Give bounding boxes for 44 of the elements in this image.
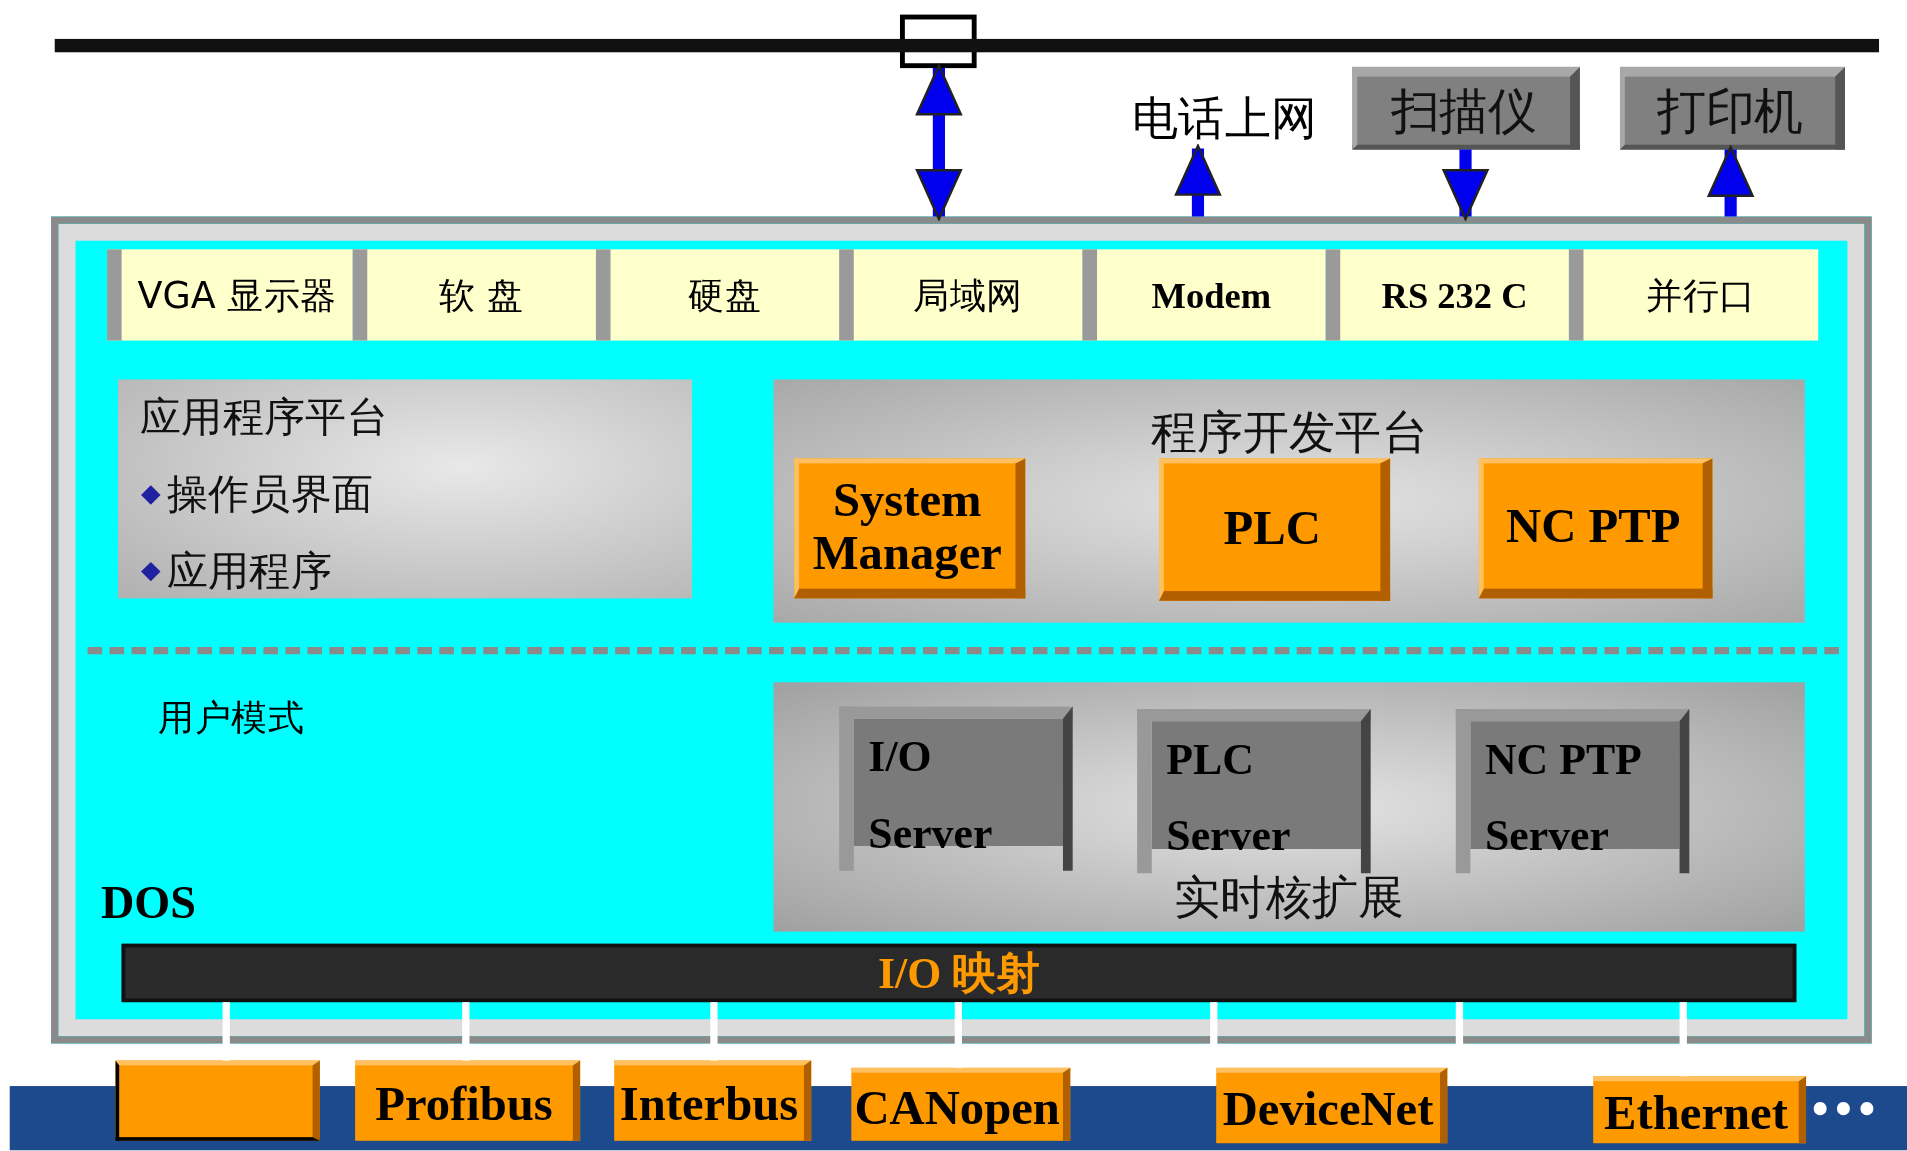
connector-line — [222, 1002, 230, 1061]
os-label: DOS — [100, 875, 196, 930]
fieldbus-box: DeviceNet — [1216, 1067, 1448, 1144]
port-box: VGA 显示器 — [107, 249, 353, 341]
server-box: NC PTP Server — [1455, 709, 1690, 874]
platform-panel — [117, 379, 692, 599]
realtime-panel — [773, 682, 1805, 932]
io-mapping-bar: I/O 映射 — [121, 943, 1797, 1003]
arrow — [1707, 145, 1754, 217]
connector-line — [1679, 1002, 1687, 1077]
port-box: 局域网 — [839, 249, 1083, 341]
device-box: 扫描仪 — [1352, 66, 1580, 150]
port-box: RS 232 C — [1325, 249, 1569, 341]
port-box: 硬盘 — [595, 249, 840, 341]
list-item: 操作员界面 — [166, 468, 374, 521]
connector-line — [710, 1002, 718, 1061]
port-box: 并行口 — [1568, 249, 1819, 341]
device-box: 打印机 — [1620, 66, 1845, 150]
platform-panel — [773, 379, 1805, 623]
fieldbus-box: CANopen — [851, 1067, 1071, 1141]
module-box: PLC — [1159, 458, 1391, 601]
ellipsis-label: ••• — [1808, 1088, 1879, 1132]
panel-heading: 应用程序平台 — [139, 390, 388, 443]
connector-line — [1210, 1002, 1218, 1068]
fieldbus-box: Profibus — [355, 1060, 581, 1141]
list-item: 应用程序 — [166, 545, 332, 597]
panel-heading: 程序开发平台 — [1149, 404, 1429, 461]
connector-line — [954, 1002, 962, 1068]
computer-frame — [51, 216, 1872, 1044]
module-box: NC PTP — [1478, 458, 1713, 599]
server-box: PLC Server — [1137, 709, 1371, 874]
mode-label: 用户模式 — [158, 694, 305, 741]
server-box: I/O Server — [839, 706, 1073, 871]
fieldbus-box — [115, 1060, 320, 1141]
connector-line — [462, 1002, 470, 1061]
fieldbus-box: Ethernet — [1593, 1076, 1807, 1144]
module-box: System Manager — [794, 458, 1026, 599]
fieldbus-box: Interbus — [614, 1060, 812, 1141]
arrow — [1442, 149, 1489, 221]
arrow — [1174, 144, 1222, 217]
port-box: 软 盘 — [352, 249, 596, 341]
phone-line-text: 电话上网 — [1116, 87, 1333, 149]
arrow — [915, 64, 962, 221]
port-box: Modem — [1082, 249, 1326, 341]
